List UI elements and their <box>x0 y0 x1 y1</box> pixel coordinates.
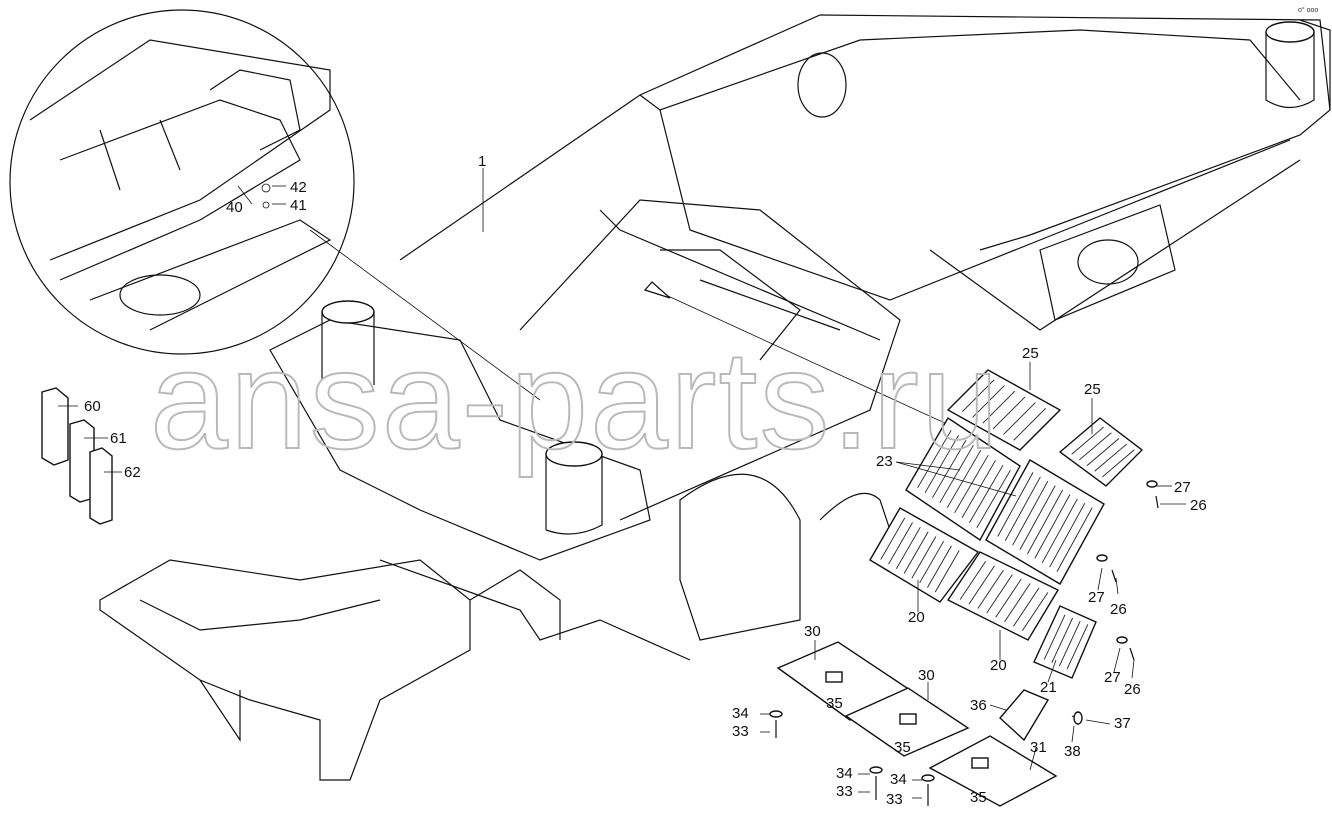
callout-40: 40 <box>226 199 243 216</box>
grille-slat <box>1066 624 1089 670</box>
callout-21: 21 <box>1040 679 1057 696</box>
callout-35-c: 35 <box>970 789 987 806</box>
callout-30-left: 30 <box>804 623 821 640</box>
grille-slat <box>968 565 995 605</box>
grille-slats <box>880 379 1135 670</box>
grille-slat <box>888 522 913 565</box>
callout-62: 62 <box>124 464 141 481</box>
callout-60: 60 <box>84 398 101 415</box>
grille-slat <box>959 560 987 600</box>
grille-23-left <box>905 417 1021 542</box>
floor-plate-30-right <box>844 687 970 757</box>
callout-33-c: 33 <box>886 791 903 808</box>
callout-38: 38 <box>1064 743 1081 760</box>
grille-slat <box>1019 485 1056 550</box>
grille-slat <box>1058 621 1081 667</box>
vertical-strips <box>41 387 113 525</box>
callout-35-b: 35 <box>894 739 911 756</box>
callout-41: 41 <box>290 197 307 214</box>
callout-20-right: 20 <box>990 657 1007 674</box>
grille-slat <box>1056 507 1093 572</box>
callout-25-right: 25 <box>1084 381 1101 398</box>
grille-slat <box>1034 494 1071 559</box>
floor-plate-31 <box>928 735 1058 807</box>
cover-plate-36 <box>999 689 1050 742</box>
grille-slat <box>961 379 995 413</box>
grille-slat <box>1086 438 1120 466</box>
grille-slat <box>1071 426 1104 455</box>
grille-slat <box>1013 587 1040 627</box>
grille-slat <box>1102 449 1135 478</box>
callout-34-c: 34 <box>890 771 907 788</box>
callout-42: 42 <box>290 179 307 196</box>
grille-slat <box>1043 614 1066 660</box>
fasteners <box>769 480 1159 806</box>
grille-slat <box>1051 617 1074 663</box>
detail-view-circle <box>9 9 355 355</box>
callout-1: 1 <box>478 153 486 170</box>
callout-26-top: 26 <box>1190 497 1207 514</box>
callout-33-b: 33 <box>836 783 853 800</box>
callout-34-a: 34 <box>732 705 749 722</box>
grille-slat <box>977 569 1004 609</box>
grille-slat <box>919 540 945 584</box>
callout-33-a: 33 <box>732 723 749 740</box>
grille-slat <box>917 429 952 489</box>
grille-slat <box>911 536 937 579</box>
grille-slat <box>927 545 952 588</box>
callout-27-top: 27 <box>1174 479 1191 496</box>
callout-27-low: 27 <box>1104 669 1121 686</box>
grille-slat <box>1013 407 1047 441</box>
grille-slat <box>1012 480 1049 546</box>
grille-slat <box>986 574 1013 614</box>
grille-slat <box>969 464 1004 524</box>
grille-upper-right <box>1058 417 1144 487</box>
leader-lines <box>58 168 1186 799</box>
main-chassis-frame <box>99 14 1331 781</box>
grille-slat <box>1004 583 1031 623</box>
grille-slat <box>880 517 906 560</box>
watermark-text: ansa-parts.ru <box>150 321 1001 478</box>
callout-26-mid: 26 <box>1110 601 1127 618</box>
grille-slat <box>976 469 1011 529</box>
grille-slat <box>961 459 996 519</box>
callout-61: 61 <box>110 430 127 447</box>
callout-23: 23 <box>876 453 893 470</box>
callout-labels: 1 42 41 40 60 61 62 25 25 23 27 26 27 26… <box>84 153 1207 808</box>
grille-slat <box>924 434 959 494</box>
grille-slat <box>972 385 1005 418</box>
grille-slat <box>1004 476 1041 542</box>
callout-34-b: 34 <box>836 765 853 782</box>
grille-21 <box>1033 605 1097 679</box>
grille-slat <box>1021 592 1049 632</box>
grille-slat <box>982 390 1016 424</box>
grille-slat <box>939 444 974 504</box>
grille-slat <box>1079 432 1112 461</box>
grille-upper-left <box>946 369 1062 451</box>
callout-27-mid: 27 <box>1088 589 1105 606</box>
callout-20-left: 20 <box>908 609 925 626</box>
grille-slat <box>1094 443 1127 472</box>
grille-slat <box>954 454 989 514</box>
grille-slat <box>995 578 1022 618</box>
grille-slat <box>1049 502 1086 568</box>
callout-25-left: 25 <box>1022 345 1039 362</box>
grille-slat <box>997 472 1034 537</box>
corner-mark: o° ooo <box>1298 6 1318 14</box>
grille-slat <box>1003 402 1036 435</box>
grille-slat <box>934 550 960 593</box>
callout-35-a: 35 <box>826 695 843 712</box>
callout-30-right: 30 <box>918 667 935 684</box>
grille-slat <box>1027 489 1063 555</box>
grille-slat <box>992 396 1026 430</box>
callout-37: 37 <box>1114 715 1131 732</box>
callout-36: 36 <box>970 697 987 714</box>
callout-31: 31 <box>1030 739 1047 756</box>
grille-slat <box>895 526 921 570</box>
grille-slat <box>1041 498 1078 564</box>
grille-slat <box>946 449 982 509</box>
callout-26-low: 26 <box>1124 681 1141 698</box>
grille-slat <box>903 531 929 574</box>
